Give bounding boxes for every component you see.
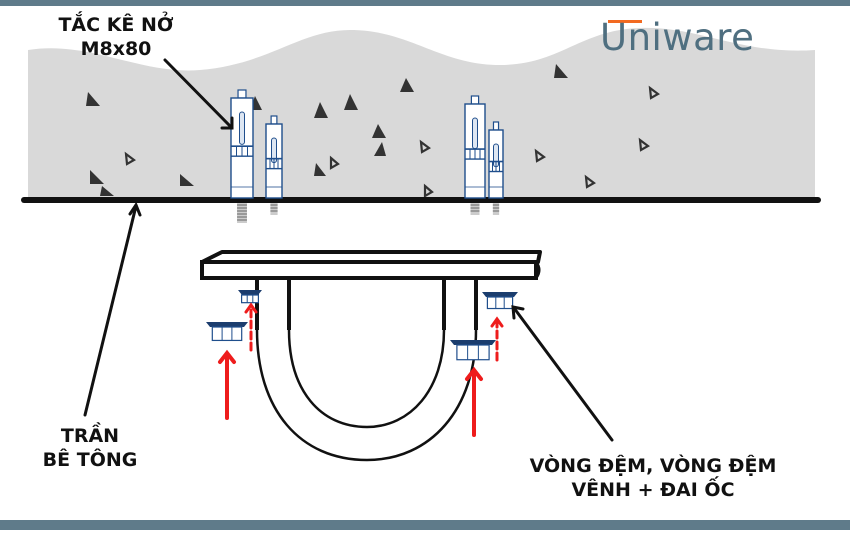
label-washer-line-2: VÊNH + ĐAI ỐC — [571, 478, 735, 501]
pointer-washer-head — [511, 305, 525, 320]
label-washer-line-1: VÒNG ĐỆM, VÒNG ĐỆM — [529, 455, 777, 477]
label-ceiling-line-2: BÊ TÔNG — [42, 448, 138, 471]
solid-arrow-right-head — [465, 366, 483, 381]
anchor-bolt-right-small — [488, 121, 504, 215]
top-frame-bar — [0, 0, 850, 6]
anchor-bolt-left-large-thread — [237, 203, 247, 223]
logo-accent-bar — [608, 20, 642, 23]
pointer-ceiling — [83, 204, 138, 417]
anchor-bolt-left-large — [230, 89, 254, 223]
aggregate-outline — [124, 85, 660, 198]
label-washer-nut: VÒNG ĐỆM, VÒNG ĐỆM VÊNH + ĐAI ỐC — [508, 455, 798, 503]
dashed-arrow-left-head — [244, 302, 258, 314]
pointer-washer — [512, 306, 614, 442]
washer-nut-small-right — [482, 292, 518, 310]
aggregate-solid — [86, 64, 568, 196]
pointer-ceiling-head — [128, 201, 142, 217]
anchor-bolt-right-large — [464, 95, 486, 215]
support-rail — [200, 250, 542, 280]
dashed-arrow-right-head — [490, 316, 504, 328]
washer-nut-large-right — [450, 340, 496, 361]
u-bolt — [255, 278, 478, 462]
anchor-bolt-left-small — [265, 115, 283, 215]
washer-nut-small-left — [238, 290, 262, 304]
anchor-bolts — [230, 89, 504, 223]
pointer-lines — [83, 58, 614, 442]
label-ceiling-line-1: TRẦN — [60, 425, 120, 447]
uniware-logo: Uniware — [600, 16, 755, 59]
washers-nuts — [206, 290, 518, 361]
bottom-frame-bar — [0, 520, 850, 530]
concrete-slab — [28, 27, 815, 200]
solid-arrow-left-head — [218, 349, 236, 364]
label-anchor-bolt: TẮC KÊ NỞ M8x80 — [36, 14, 196, 62]
label-concrete-ceiling: TRẦN BÊ TÔNG — [20, 425, 160, 473]
label-anchor-line-1: TẮC KÊ NỞ — [58, 14, 174, 36]
red-arrows — [218, 302, 504, 437]
label-anchor-line-2: M8x80 — [80, 37, 152, 60]
anchor-bolt-right-large-thread — [470, 203, 480, 215]
anchor-bolt-left-small-thread — [270, 203, 278, 215]
anchor-bolt-right-small-thread — [492, 203, 500, 215]
washer-nut-large-left — [206, 322, 248, 342]
pointer-anchor-head — [220, 116, 234, 130]
pointer-anchor — [163, 58, 234, 130]
